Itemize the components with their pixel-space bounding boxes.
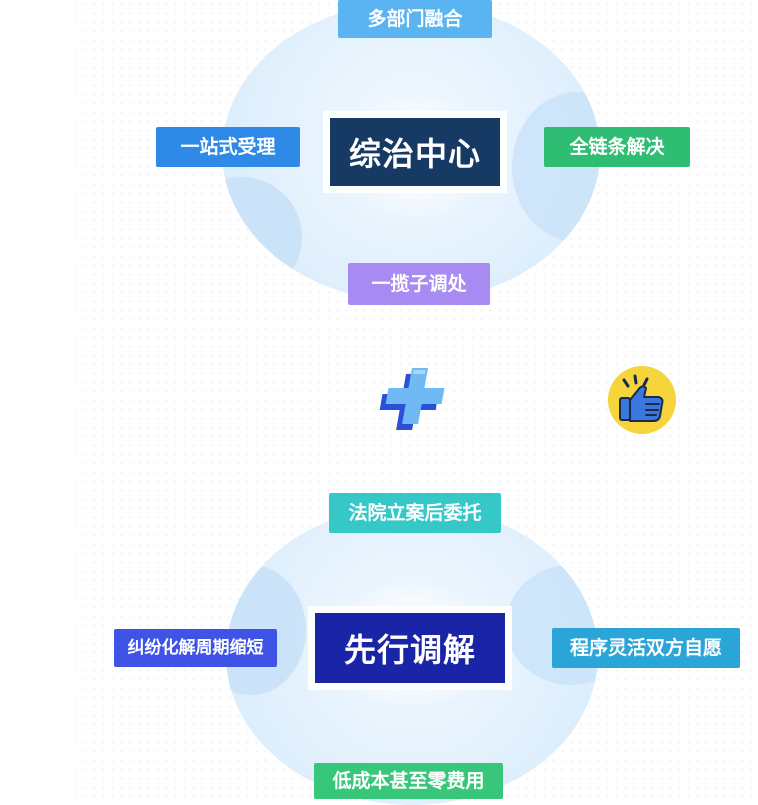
tag-one-stop-label: 一站式受理 [180,135,276,158]
tag-flexible-procedure-label: 程序灵活双方自愿 [569,636,722,659]
tag-multi-department: 多部门融合 [338,0,492,38]
tag-multi-department-label: 多部门融合 [367,7,463,30]
thumbs-up-icon [608,366,676,434]
tag-shorter-cycle-label: 纠纷化解周期缩短 [127,637,264,658]
hub-center-mediation: 先行调解 [315,613,505,683]
tag-one-package: 一揽子调处 [348,263,490,305]
tag-shorter-cycle: 纠纷化解周期缩短 [114,629,277,667]
tag-court-entrusted: 法院立案后委托 [329,493,501,533]
tag-low-cost: 低成本甚至零费用 [314,763,503,799]
tag-full-chain-label: 全链条解决 [569,135,665,158]
tag-one-package-label: 一揽子调处 [371,272,467,295]
tag-one-stop: 一站式受理 [156,127,300,167]
left-fade [0,0,90,799]
tag-flexible-procedure: 程序灵活双方自愿 [552,628,740,668]
plus-icon [379,368,445,430]
tag-low-cost-label: 低成本甚至零费用 [332,769,485,792]
hub-center-comprehensive: 综治中心 [330,118,500,186]
hub-center-mediation-label: 先行调解 [343,631,476,669]
hub-center-comprehensive-label: 综治中心 [348,135,481,173]
tag-court-entrusted-label: 法院立案后委托 [348,501,482,524]
tag-full-chain: 全链条解决 [544,127,690,167]
